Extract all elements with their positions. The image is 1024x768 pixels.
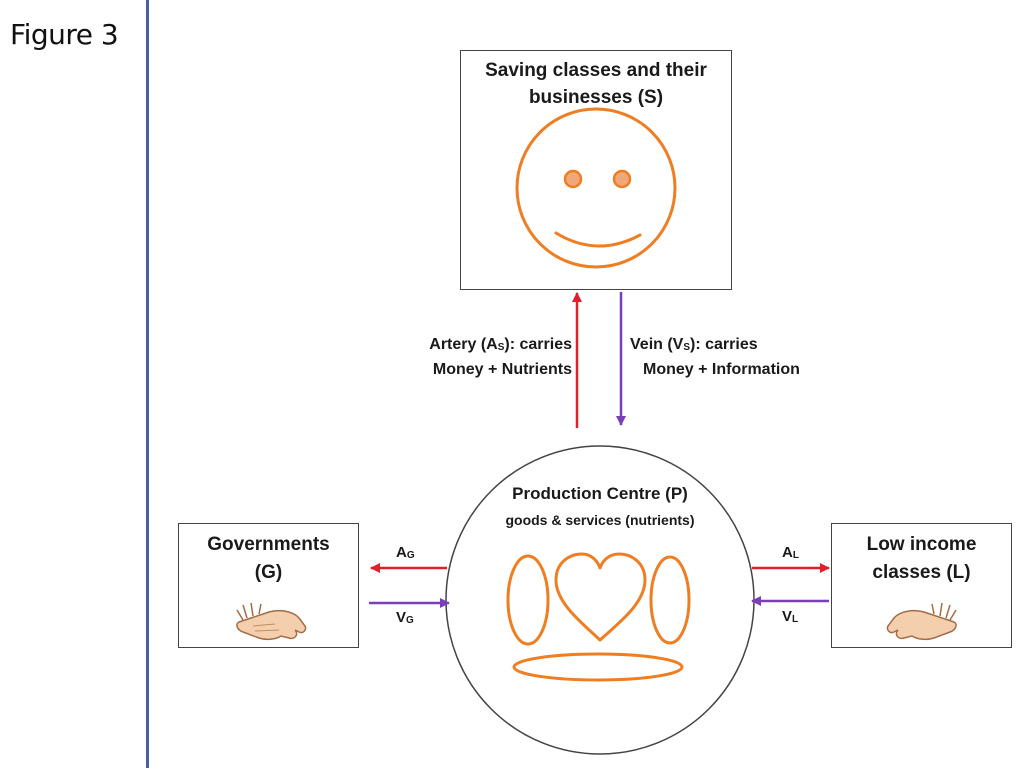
low-income-title-line1: Low income [866, 534, 977, 555]
vein-l-label: VL [782, 608, 799, 625]
vein-s-label-line1: Vein (VS): carries [630, 336, 758, 353]
artery-s-label-line2: Money + Nutrients [432, 361, 572, 378]
low-income-title-line2: classes (L) [872, 562, 971, 583]
left-organ-ellipse [506, 554, 550, 646]
hand-icon [236, 602, 307, 641]
base-organ-ellipse [512, 652, 684, 682]
right-organ-ellipse [649, 555, 691, 645]
governments-title-line1: Governments [207, 534, 330, 555]
left-rule-divider [146, 0, 149, 768]
vein-s-label-line2: Money + Information [643, 361, 800, 378]
heart-icon [554, 552, 647, 642]
governments-title-line2: (G) [254, 562, 283, 583]
production-centre-title: Production Centre (P) [512, 484, 688, 503]
organs-icon-group [506, 552, 691, 682]
smiley-face-icon [515, 107, 677, 269]
saving-classes-title-line1: Saving classes and their [485, 60, 707, 81]
artery-g-label: AG [396, 544, 415, 561]
figure-label: Figure 3 [10, 18, 119, 51]
saving-classes-title-line2: businesses (S) [528, 87, 664, 108]
hand-icon [886, 602, 957, 641]
production-centre-subtitle: goods & services (nutrients) [505, 512, 695, 528]
saving-classes-box [460, 50, 732, 290]
vein-g-label: VG [396, 609, 414, 626]
artery-s-label-line1: Artery (AS): carries [429, 336, 572, 353]
artery-l-label: AL [782, 544, 799, 561]
